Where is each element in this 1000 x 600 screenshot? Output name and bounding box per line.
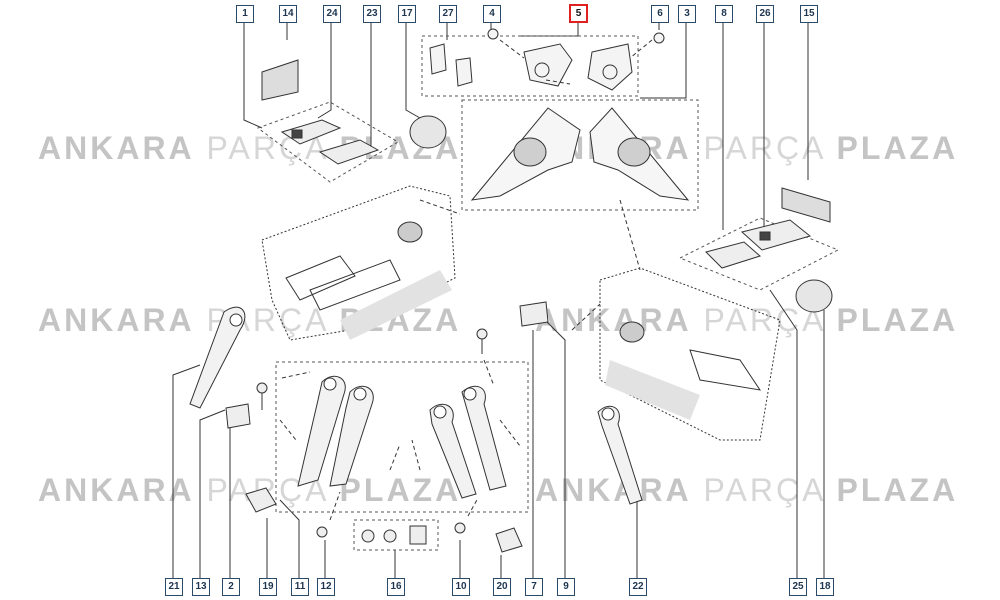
callout-25[interactable]: 25 xyxy=(789,578,807,596)
callout-18[interactable]: 18 xyxy=(816,578,834,596)
callout-2[interactable]: 2 xyxy=(222,578,240,596)
callout-26[interactable]: 26 xyxy=(756,5,774,23)
callout-23[interactable]: 23 xyxy=(363,5,381,23)
callout-7[interactable]: 7 xyxy=(525,578,543,596)
callout-4[interactable]: 4 xyxy=(483,5,501,23)
watermark-row-3-right: ANKARA PARÇA PLAZA xyxy=(535,472,959,508)
callout-6[interactable]: 6 xyxy=(651,5,669,23)
callout-10[interactable]: 10 xyxy=(452,578,470,596)
callout-13[interactable]: 13 xyxy=(192,578,210,596)
callout-16[interactable]: 16 xyxy=(387,578,405,596)
callout-8[interactable]: 8 xyxy=(715,5,733,23)
callout-14[interactable]: 14 xyxy=(279,5,297,23)
callout-1[interactable]: 1 xyxy=(236,5,254,23)
callout-21[interactable]: 21 xyxy=(165,578,183,596)
callout-24[interactable]: 24 xyxy=(323,5,341,23)
callout-11[interactable]: 11 xyxy=(291,578,309,596)
callout-27[interactable]: 27 xyxy=(439,5,457,23)
callout-22[interactable]: 22 xyxy=(629,578,647,596)
callout-19[interactable]: 19 xyxy=(259,578,277,596)
callout-15[interactable]: 15 xyxy=(800,5,818,23)
callout-3[interactable]: 3 xyxy=(678,5,696,23)
callout-12[interactable]: 12 xyxy=(317,578,335,596)
callout-5-highlighted[interactable]: 5 xyxy=(569,4,588,23)
callout-20[interactable]: 20 xyxy=(493,578,511,596)
callout-9[interactable]: 9 xyxy=(557,578,575,596)
callout-17[interactable]: 17 xyxy=(398,5,416,23)
